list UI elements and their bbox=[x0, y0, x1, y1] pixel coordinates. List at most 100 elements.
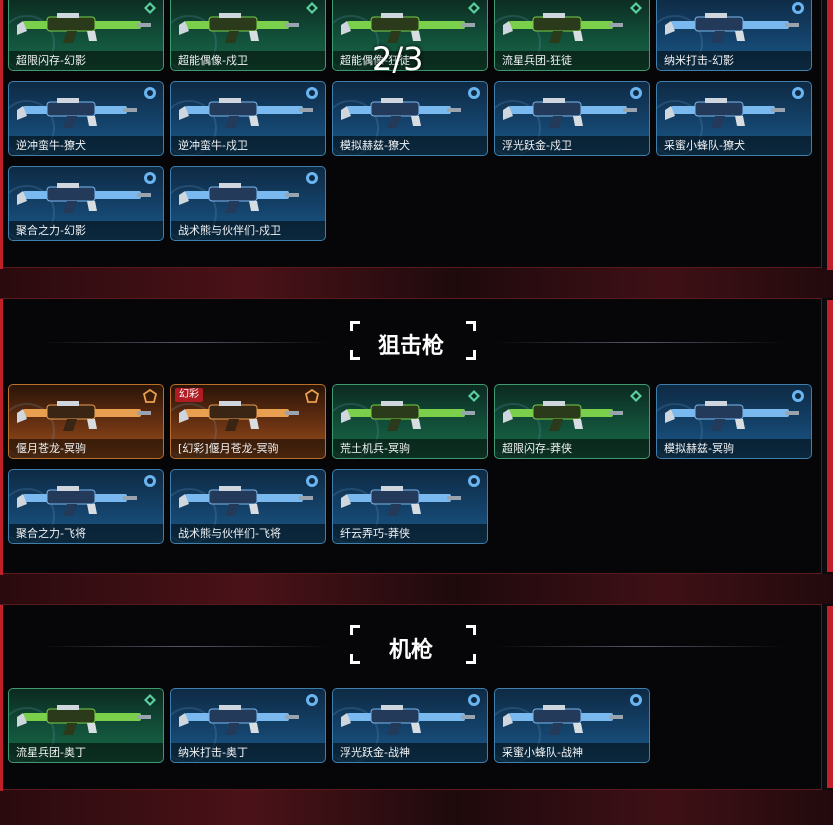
skin-name-label: 采蜜小蜂队-战神 bbox=[495, 743, 649, 762]
weapon-skin-image bbox=[341, 13, 475, 43]
weapon-skin-card[interactable]: 浮光跃金-戍卫 bbox=[494, 81, 650, 156]
rarity-diamond-icon bbox=[144, 694, 156, 706]
scroll-accent bbox=[827, 606, 833, 788]
rarity-diamond-icon bbox=[306, 2, 318, 14]
weapon-skin-image bbox=[17, 486, 137, 516]
skin-name-label: 战术熊与伙伴们-戍卫 bbox=[171, 221, 325, 240]
weapon-skin-image bbox=[179, 705, 299, 735]
rarity-circle-icon bbox=[468, 475, 480, 487]
weapon-skin-image bbox=[665, 401, 799, 431]
rarity-diamond-icon bbox=[630, 390, 642, 402]
weapon-skin-card[interactable]: 荒土机兵-冥驹 bbox=[332, 384, 488, 459]
skin-name-label: 纤云弄巧-莽侠 bbox=[333, 524, 487, 543]
weapon-skin-card[interactable]: 逆冲蛮牛-戍卫 bbox=[170, 81, 326, 156]
weapon-skin-image bbox=[17, 401, 151, 431]
weapon-skin-card[interactable]: 纳米打击-幻影 bbox=[656, 0, 812, 71]
weapon-skin-image bbox=[503, 401, 623, 431]
weapon-skin-image bbox=[341, 705, 475, 735]
weapon-skin-card[interactable]: 聚合之力-飞将 bbox=[8, 469, 164, 544]
page-indicator: 2/3 bbox=[372, 40, 424, 78]
skin-name-label: 流星兵团-狂徒 bbox=[495, 51, 649, 70]
weapon-skin-image bbox=[341, 401, 475, 431]
weapon-skin-image bbox=[665, 98, 785, 128]
skin-name-label: 纳米打击-奥丁 bbox=[171, 743, 325, 762]
weapon-skin-card[interactable]: 模拟赫兹-冥驹 bbox=[656, 384, 812, 459]
weapon-skin-image bbox=[179, 401, 299, 431]
rarity-circle-icon bbox=[144, 87, 156, 99]
weapon-skin-image bbox=[179, 98, 313, 128]
rarity-circle-icon bbox=[792, 390, 804, 402]
weapon-skin-card[interactable]: 逆冲蛮牛-獠犬 bbox=[8, 81, 164, 156]
variant-tag: 幻彩 bbox=[175, 388, 203, 402]
weapon-skin-card[interactable]: 超能偶像-戍卫 bbox=[170, 0, 326, 71]
weapon-skin-image bbox=[179, 183, 299, 213]
rarity-circle-icon bbox=[792, 87, 804, 99]
weapon-skin-image bbox=[17, 705, 151, 735]
skin-name-label: 浮光跃金-戍卫 bbox=[495, 136, 649, 155]
skin-name-label: 浮光跃金-战神 bbox=[333, 743, 487, 762]
weapon-skin-image bbox=[341, 98, 461, 128]
skin-name-label: 超能偶像-戍卫 bbox=[171, 51, 325, 70]
weapon-skin-image bbox=[341, 486, 461, 516]
rarity-circle-icon bbox=[468, 694, 480, 706]
weapon-skin-image bbox=[17, 13, 151, 43]
weapon-skin-card[interactable]: 流星兵团-奥丁 bbox=[8, 688, 164, 763]
skin-name-label: 超能偶像-狂徒 bbox=[333, 51, 487, 70]
rarity-circle-icon bbox=[630, 87, 642, 99]
weapon-skin-card[interactable]: 幻彩[幻彩]偃月苍龙-冥驹 bbox=[170, 384, 326, 459]
skin-name-label: 模拟赫兹-獠犬 bbox=[333, 136, 487, 155]
rarity-circle-icon bbox=[306, 172, 318, 184]
background-band bbox=[0, 574, 833, 604]
skin-name-label: 偃月苍龙-冥驹 bbox=[9, 439, 163, 458]
rarity-diamond-icon bbox=[144, 2, 156, 14]
background-band bbox=[0, 268, 833, 298]
weapon-skin-card[interactable]: 模拟赫兹-獠犬 bbox=[332, 81, 488, 156]
weapon-skin-image bbox=[665, 13, 799, 43]
section-title-sniper: 狙击枪 bbox=[377, 334, 444, 359]
weapon-skin-card[interactable]: 纳米打击-奥丁 bbox=[170, 688, 326, 763]
skin-name-label: 聚合之力-幻影 bbox=[9, 221, 163, 240]
weapon-skin-card[interactable]: 流星兵团-狂徒 bbox=[494, 0, 650, 71]
scroll-accent bbox=[827, 0, 833, 270]
weapon-skin-card[interactable]: 纤云弄巧-莽侠 bbox=[332, 469, 488, 544]
weapon-skin-image bbox=[179, 486, 313, 516]
rarity-circle-icon bbox=[306, 475, 318, 487]
weapon-skin-card[interactable]: 浮光跃金-战神 bbox=[332, 688, 488, 763]
weapon-skin-card[interactable]: 聚合之力-幻影 bbox=[8, 166, 164, 241]
weapon-skin-card[interactable]: 战术熊与伙伴们-戍卫 bbox=[170, 166, 326, 241]
rarity-circle-icon bbox=[468, 87, 480, 99]
skin-name-label: 逆冲蛮牛-獠犬 bbox=[9, 136, 163, 155]
weapon-skin-card[interactable]: 超能偶像-狂徒 bbox=[332, 0, 488, 71]
weapon-skin-card[interactable]: 超限闪存-幻影 bbox=[8, 0, 164, 71]
scroll-accent bbox=[827, 300, 833, 572]
rarity-circle-icon bbox=[630, 694, 642, 706]
weapon-skin-image bbox=[503, 98, 637, 128]
skin-name-label: 荒土机兵-冥驹 bbox=[333, 439, 487, 458]
rarity-pentagon-icon bbox=[143, 389, 157, 403]
skin-name-label: 超限闪存-莽侠 bbox=[495, 439, 649, 458]
rarity-circle-icon bbox=[144, 172, 156, 184]
skin-name-label: 聚合之力-飞将 bbox=[9, 524, 163, 543]
skin-name-label: 模拟赫兹-冥驹 bbox=[657, 439, 811, 458]
weapon-skin-card[interactable]: 战术熊与伙伴们-飞将 bbox=[170, 469, 326, 544]
weapon-skin-card[interactable]: 超限闪存-莽侠 bbox=[494, 384, 650, 459]
rarity-circle-icon bbox=[792, 2, 804, 14]
skin-name-label: 采蜜小蜂队-獠犬 bbox=[657, 136, 811, 155]
rarity-circle-icon bbox=[144, 475, 156, 487]
skin-name-label: 逆冲蛮牛-戍卫 bbox=[171, 136, 325, 155]
background-band bbox=[0, 790, 833, 825]
skin-name-label: 超限闪存-幻影 bbox=[9, 51, 163, 70]
weapon-skin-card[interactable]: 偃月苍龙-冥驹 bbox=[8, 384, 164, 459]
rarity-circle-icon bbox=[306, 87, 318, 99]
weapon-skin-image bbox=[17, 183, 151, 213]
weapon-skin-image bbox=[503, 13, 623, 43]
rarity-pentagon-icon bbox=[305, 389, 319, 403]
skin-name-label: 战术熊与伙伴们-飞将 bbox=[171, 524, 325, 543]
weapon-skin-card[interactable]: 采蜜小蜂队-战神 bbox=[494, 688, 650, 763]
rarity-diamond-icon bbox=[468, 2, 480, 14]
weapon-skin-image bbox=[17, 98, 137, 128]
rarity-diamond-icon bbox=[468, 390, 480, 402]
weapon-skin-image bbox=[503, 705, 623, 735]
rarity-diamond-icon bbox=[630, 2, 642, 14]
weapon-skin-card[interactable]: 采蜜小蜂队-獠犬 bbox=[656, 81, 812, 156]
